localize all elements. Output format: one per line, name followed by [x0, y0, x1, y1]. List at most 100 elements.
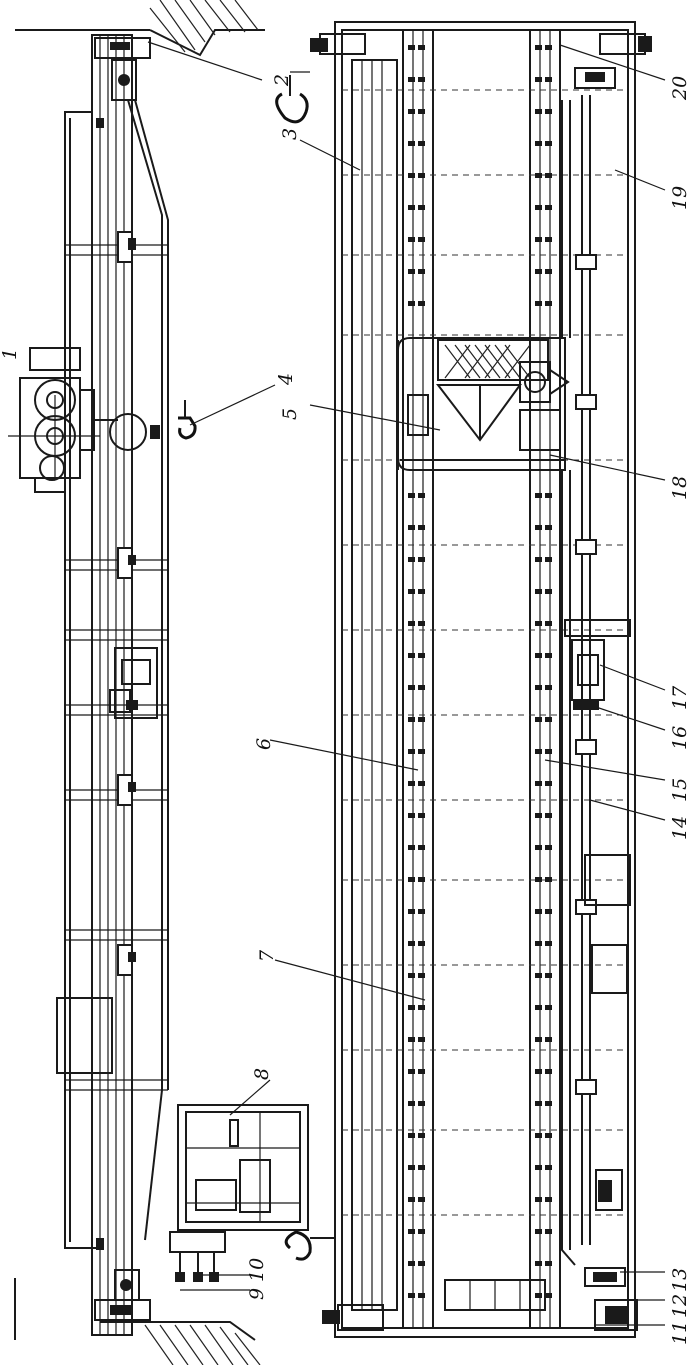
rail-bolt — [408, 1069, 415, 1074]
operator-cabin — [177, 1104, 309, 1231]
rail-bolt — [535, 845, 542, 850]
rail-bolt — [408, 1197, 415, 1202]
callout-7: 7 — [256, 949, 278, 962]
rail-bolt — [535, 877, 542, 882]
rail-bolt — [418, 557, 425, 562]
rail-bolt — [418, 845, 425, 850]
rail-bolt — [545, 813, 552, 818]
rail-bolt — [545, 1229, 552, 1234]
rail-bolt — [545, 45, 552, 50]
trolley-plan — [397, 337, 570, 471]
rail-bolt — [418, 877, 425, 882]
rail-bolt — [408, 781, 415, 786]
callout-17: 17 — [669, 685, 691, 710]
rail-bolt — [418, 813, 425, 818]
rail-bolt — [418, 1101, 425, 1106]
rail-bolt — [545, 109, 552, 114]
callout-19: 19 — [669, 186, 691, 210]
rail-bolt — [408, 1293, 415, 1298]
rail-bolt — [545, 653, 552, 658]
left-girder — [351, 29, 434, 1329]
rail-bolt — [545, 877, 552, 882]
rail-bolt — [418, 109, 425, 114]
rail-bolt — [545, 781, 552, 786]
rail-bolt — [408, 621, 415, 626]
travel-shaft — [564, 95, 631, 1245]
rail-bolt — [535, 237, 542, 242]
rail-bolt — [408, 141, 415, 146]
rail-bolt — [408, 1261, 415, 1266]
rail-bolt — [535, 45, 542, 50]
rail-bolt — [408, 173, 415, 178]
rail-bolt — [535, 589, 542, 594]
callout-20: 20 — [669, 76, 691, 101]
rail-bolt — [408, 941, 415, 946]
callout-15: 15 — [669, 778, 691, 802]
callout-18: 18 — [669, 476, 691, 500]
rail-bolt — [408, 1101, 415, 1106]
rail-bolt — [418, 717, 425, 722]
callout-3: 3 — [279, 128, 301, 140]
rail-bolt — [408, 205, 415, 210]
rail-bolt — [545, 589, 552, 594]
rail-bolt — [545, 1293, 552, 1298]
rail-bolt — [418, 1229, 425, 1234]
rail-bolt — [545, 525, 552, 530]
rail-bolt — [535, 141, 542, 146]
callout-2: 2 — [271, 74, 293, 87]
rail-bolt — [545, 557, 552, 562]
callout-9: 9 — [246, 1288, 268, 1300]
rail-bolts — [408, 45, 552, 1298]
rail-bolt — [535, 301, 542, 306]
rail-bolt — [418, 781, 425, 786]
rail-bolt — [418, 1261, 425, 1266]
rail-bolt — [535, 1005, 542, 1010]
rail-bolt — [418, 1005, 425, 1010]
rail-bolt — [545, 237, 552, 242]
rail-bolt — [545, 141, 552, 146]
rail-bolt — [408, 877, 415, 882]
rail-bolt — [408, 813, 415, 818]
rail-bolt — [418, 1197, 425, 1202]
rail-bolt — [545, 269, 552, 274]
callout-10: 10 — [246, 1258, 268, 1282]
rail-bolt — [535, 653, 542, 658]
rail-bolt — [418, 205, 425, 210]
callout-5: 5 — [279, 408, 301, 420]
rail-bolt — [535, 77, 542, 82]
rail-bolt — [408, 1005, 415, 1010]
rail-bolt — [418, 973, 425, 978]
rail-bolt — [408, 717, 415, 722]
rail-bolt — [545, 909, 552, 914]
leader-lines — [147, 41, 666, 1326]
callout-16: 16 — [669, 726, 691, 750]
rail-bolt — [535, 909, 542, 914]
rail-bolt — [535, 173, 542, 178]
rail-bolt — [535, 1133, 542, 1138]
rail-bolt — [545, 1197, 552, 1202]
rail-bolt — [408, 1165, 415, 1170]
rail-bolt — [408, 301, 415, 306]
rail-bolt — [535, 525, 542, 530]
rail-bolt — [545, 685, 552, 690]
rail-bolt — [545, 845, 552, 850]
rail-bolt — [545, 173, 552, 178]
rail-bolt — [408, 557, 415, 562]
plan-view — [275, 21, 652, 1338]
rail-bolt — [418, 1293, 425, 1298]
rail-bolt — [545, 621, 552, 626]
callout-12: 12 — [669, 1294, 691, 1318]
rail-bolt — [418, 941, 425, 946]
right-girder — [529, 29, 561, 1329]
rail-bolt — [545, 1037, 552, 1042]
rail-bolt — [418, 45, 425, 50]
rail-bolt — [535, 1037, 542, 1042]
rail-bolt — [418, 1165, 425, 1170]
rail-bolt — [408, 845, 415, 850]
rail-bolt — [535, 269, 542, 274]
rail-bolt — [545, 301, 552, 306]
rail-bolt — [408, 653, 415, 658]
rail-bolt — [535, 1165, 542, 1170]
callout-4: 4 — [275, 373, 297, 386]
